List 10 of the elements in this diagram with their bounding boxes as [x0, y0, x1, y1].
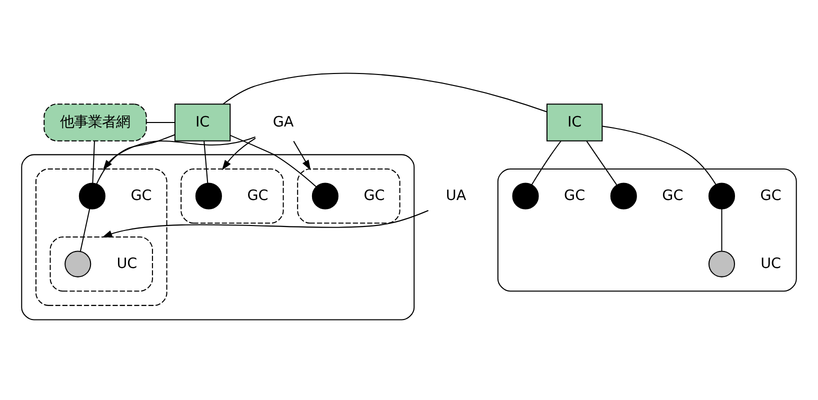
node-label: UC	[116, 255, 138, 272]
node-label: GC	[564, 187, 586, 204]
node-label: GC	[662, 187, 684, 204]
node-label: UC	[760, 255, 782, 272]
node-label: GC	[130, 187, 152, 204]
node-label: GC	[247, 187, 268, 204]
node-text: GA	[272, 114, 294, 130]
node-label: GC	[760, 187, 782, 204]
node-label: GC	[364, 187, 385, 204]
node-text: UA	[446, 187, 466, 204]
